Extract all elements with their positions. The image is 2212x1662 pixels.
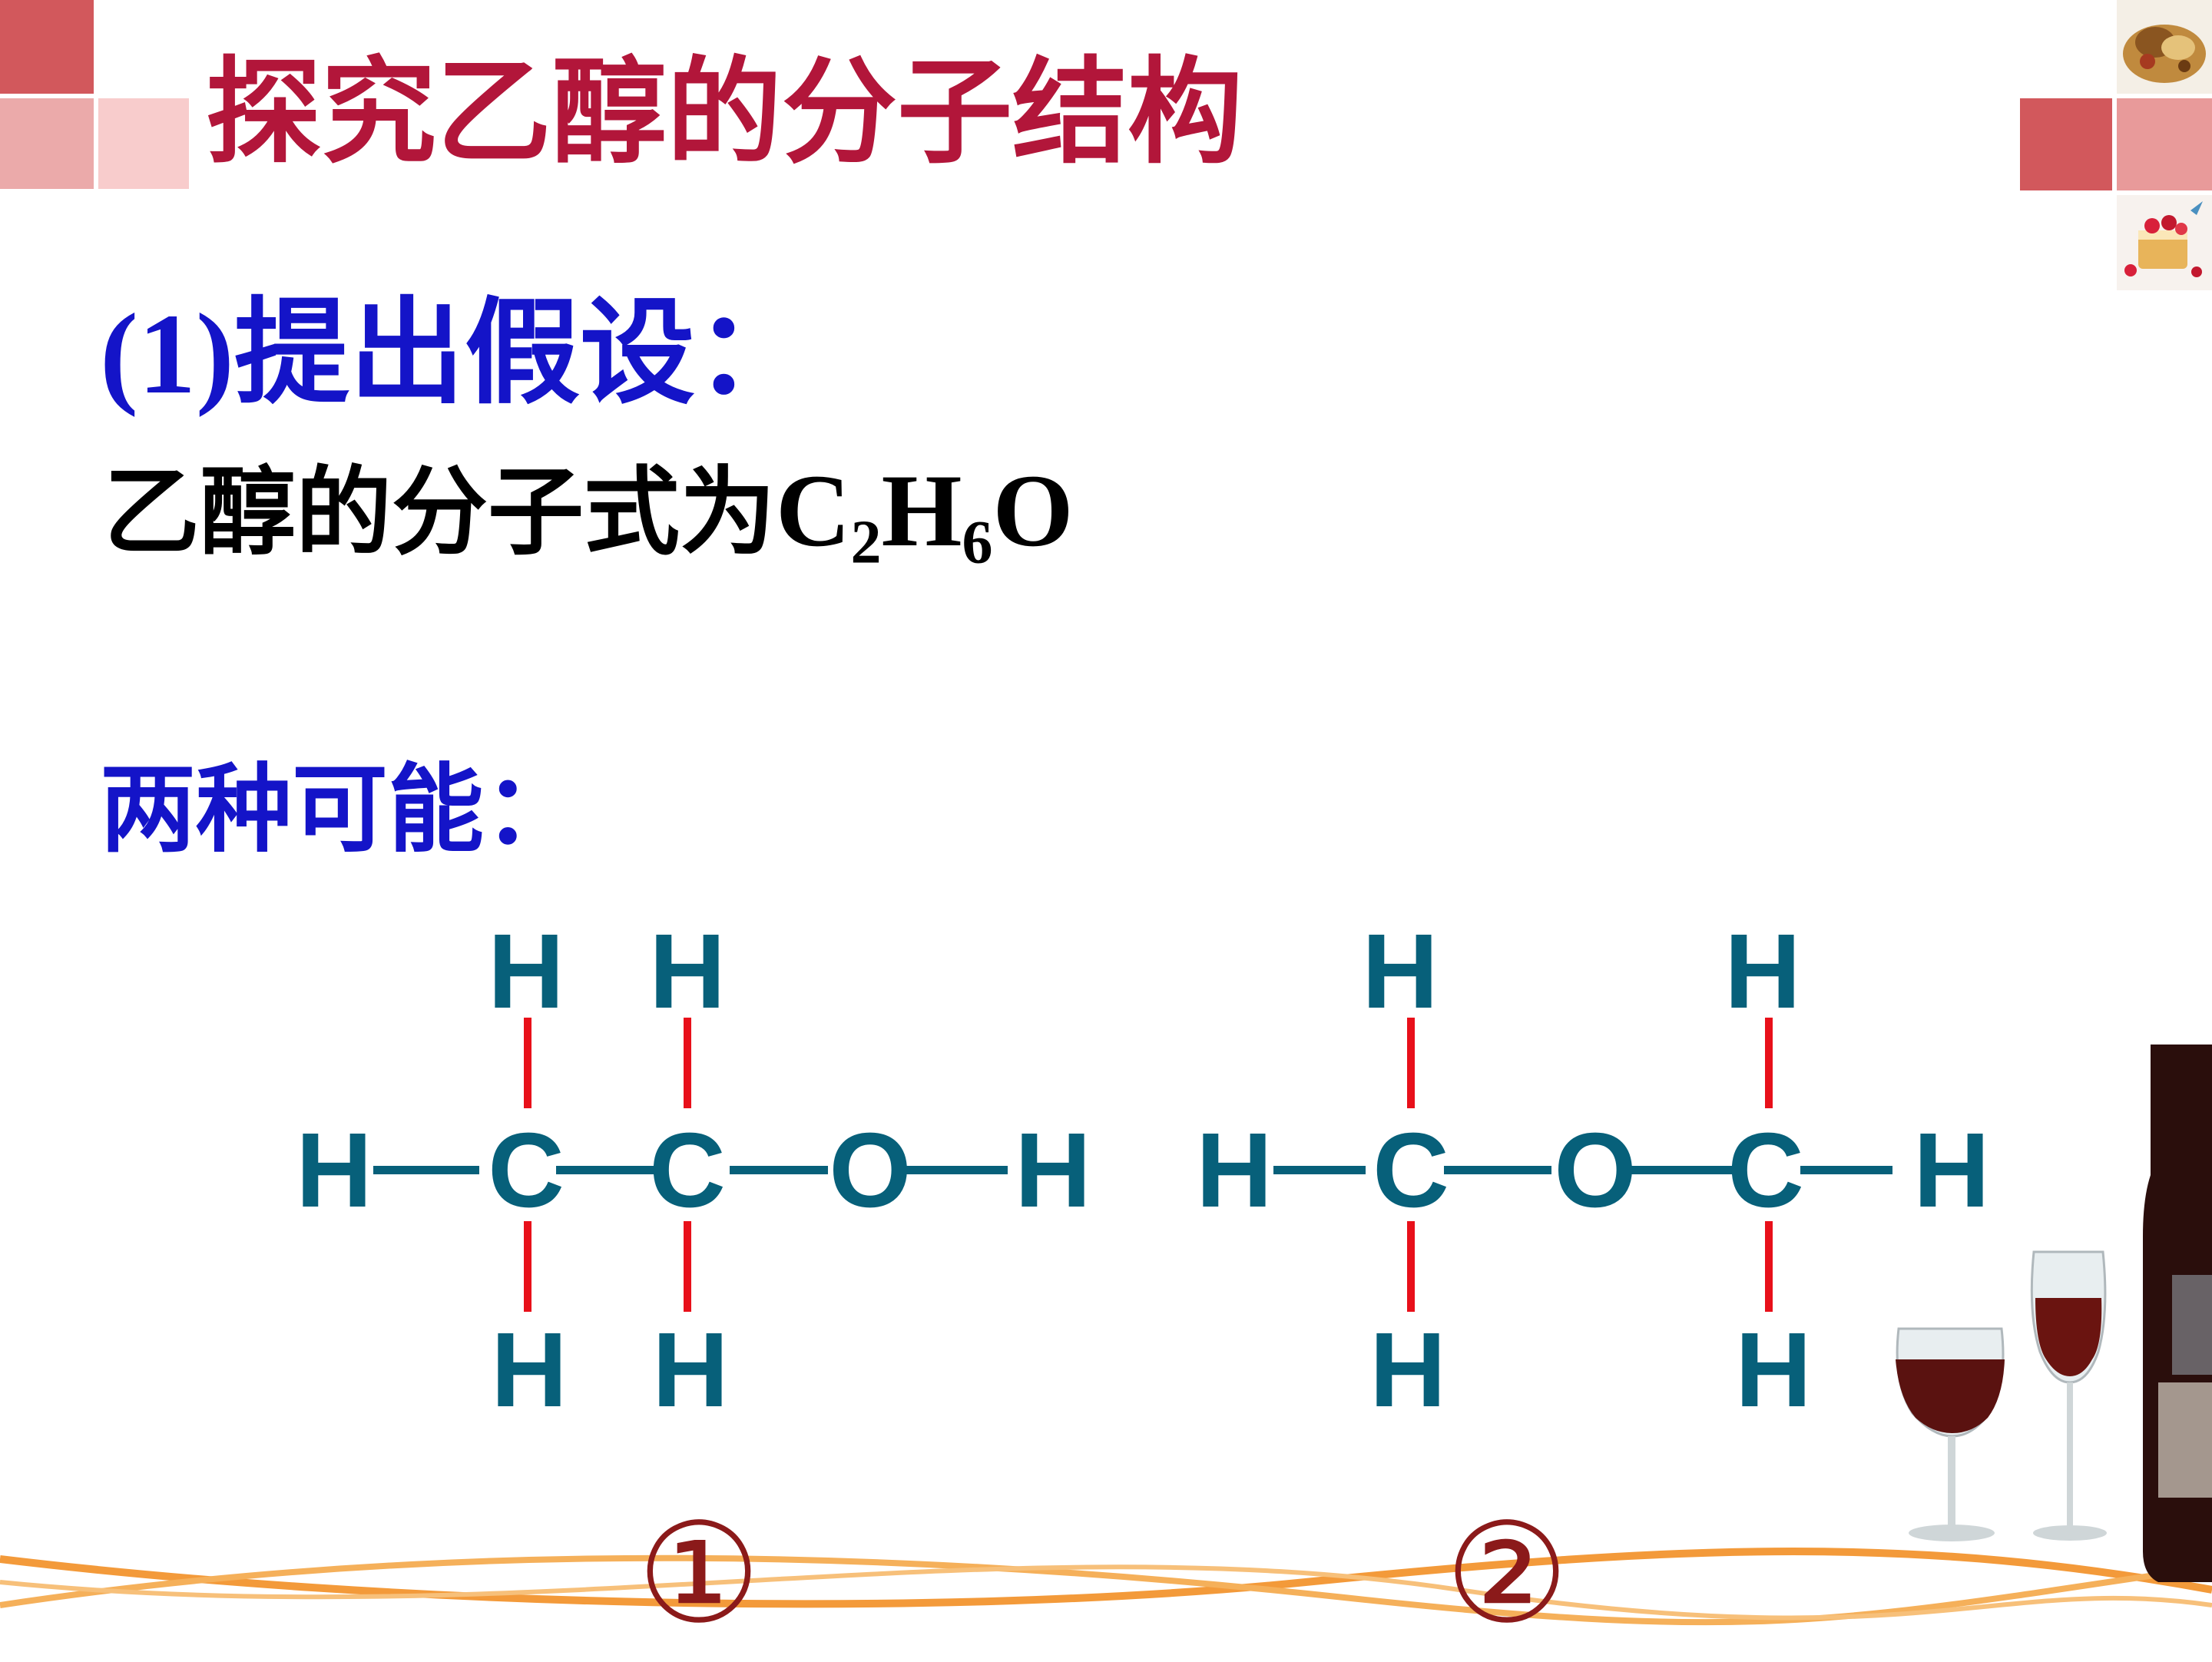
possibilities-heading: 两种可能： xyxy=(100,754,580,866)
atom-h: H xyxy=(1362,912,1439,1031)
atom-c: C xyxy=(1373,1111,1449,1230)
wine-glasses-image xyxy=(1882,1045,2212,1582)
section-number: (1) xyxy=(100,290,234,418)
bond xyxy=(1444,1166,1551,1174)
hypothesis-heading: (1)提出假设： xyxy=(100,296,810,412)
bond xyxy=(1631,1166,1739,1174)
atom-h: H xyxy=(1724,912,1801,1031)
decor-square xyxy=(0,0,94,94)
decor-square xyxy=(0,98,94,189)
atom-o: O xyxy=(829,1111,912,1230)
atom-c: C xyxy=(1727,1111,1804,1230)
statement-prefix: 乙醇的分子式为 xyxy=(104,457,776,568)
atom-o: O xyxy=(1554,1111,1637,1230)
atom-h: H xyxy=(488,912,565,1031)
hypothesis-heading-text: 提出假设： xyxy=(233,286,810,420)
bond xyxy=(1407,1018,1415,1108)
structure-1-label: ① xyxy=(637,1494,761,1654)
decor-square xyxy=(2117,98,2212,190)
molecular-formula: C2H6O xyxy=(776,454,1074,577)
bond xyxy=(1273,1166,1366,1174)
bond xyxy=(906,1166,1008,1174)
page-title: 探究乙醇的分子结构 xyxy=(206,46,1243,180)
bond xyxy=(1765,1018,1773,1108)
bond xyxy=(373,1166,479,1174)
bond xyxy=(1407,1221,1415,1312)
atom-h: H xyxy=(1913,1111,1990,1230)
bond xyxy=(524,1018,531,1108)
decor-ribbon xyxy=(0,1505,2212,1659)
bond xyxy=(684,1221,691,1312)
atom-h: H xyxy=(1369,1311,1446,1429)
atom-h: H xyxy=(1735,1311,1812,1429)
bond xyxy=(556,1166,656,1174)
bond xyxy=(730,1166,828,1174)
bond xyxy=(684,1018,691,1108)
atom-c: C xyxy=(649,1111,726,1230)
structure-2-label: ② xyxy=(1445,1494,1569,1654)
bond xyxy=(1765,1221,1773,1312)
atom-h: H xyxy=(652,1311,729,1429)
food-image xyxy=(2117,0,2212,94)
bond xyxy=(524,1221,531,1312)
decor-square xyxy=(2020,98,2112,190)
atom-c: C xyxy=(488,1111,565,1230)
dessert-image xyxy=(2117,195,2212,290)
molecular-formula-statement: 乙醇的分子式为C2H6O xyxy=(104,459,1074,573)
bond xyxy=(1800,1166,1892,1174)
atom-h: H xyxy=(1196,1111,1273,1230)
atom-h: H xyxy=(296,1111,373,1230)
atom-h: H xyxy=(1015,1111,1091,1230)
atom-h: H xyxy=(649,912,726,1031)
decor-square xyxy=(98,98,189,189)
atom-h: H xyxy=(491,1311,568,1429)
